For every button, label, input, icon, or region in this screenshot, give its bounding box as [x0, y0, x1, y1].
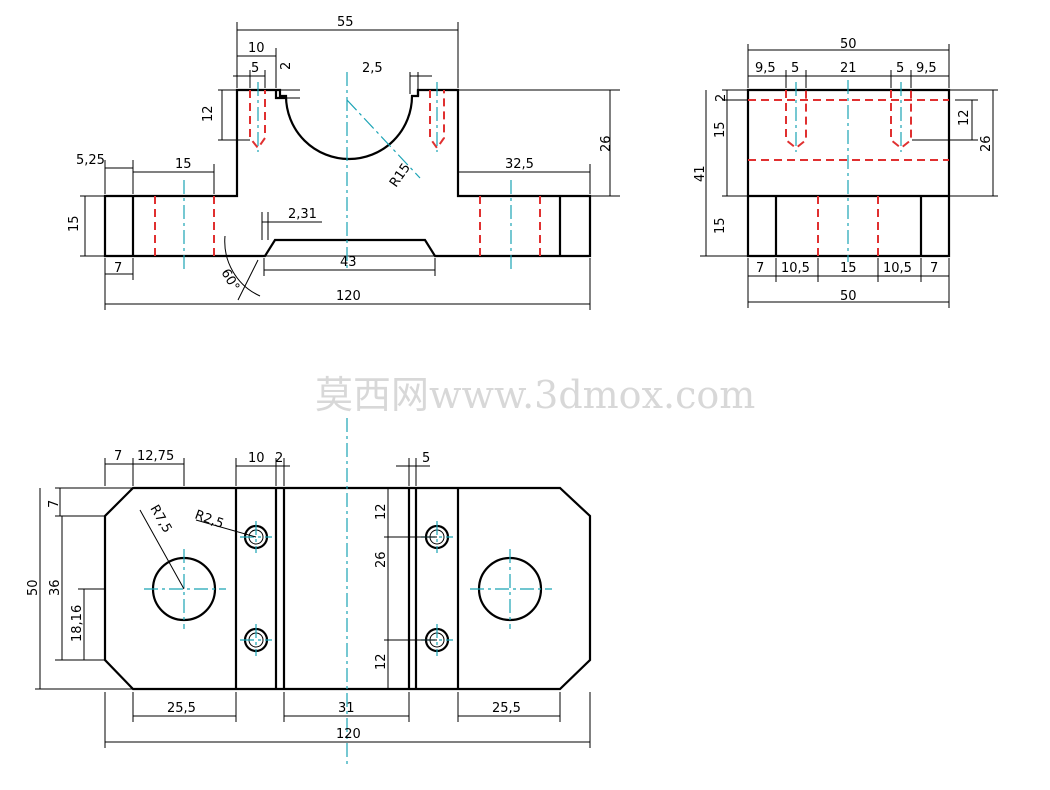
side-dim-41: 41 [693, 165, 708, 182]
side-view: 50 9,5 5 21 5 9,5 2 15 41 15 12 26 7 10,… [693, 37, 998, 308]
dim-2-31: 2,31 [288, 207, 317, 222]
top-dim-26: 26 [374, 551, 389, 568]
top-dim-2: 2 [275, 451, 283, 466]
side-dim-15c: 15 [840, 261, 857, 276]
front-angle-arc [224, 235, 261, 301]
side-dim-7b: 7 [930, 261, 938, 276]
side-dim-9-5b: 9,5 [916, 61, 937, 76]
top-vertical-edges [234, 488, 460, 689]
dim-2: 2 [279, 62, 294, 70]
side-hidden-slot [748, 99, 949, 161]
front-hidden-bolt-left [249, 90, 266, 150]
dim-43: 43 [340, 255, 357, 270]
side-center-lines [795, 80, 902, 262]
dim-7: 7 [114, 261, 122, 276]
top-dim-7-vertical: 7 [47, 500, 62, 508]
watermark: 莫西网www.3dmox.com [315, 373, 755, 417]
side-dim-12: 12 [957, 109, 972, 126]
side-dim-5b: 5 [896, 61, 904, 76]
side-dim-10-5b: 10,5 [883, 261, 912, 276]
dim-32-5: 32,5 [505, 157, 534, 172]
side-dim-15: 15 [713, 121, 728, 138]
top-dimension-lines [35, 458, 591, 748]
side-hidden-bolt-right [890, 90, 912, 150]
top-dim-25-5b: 25,5 [492, 701, 521, 716]
front-hidden-hole-right [479, 196, 541, 256]
dim-60-deg: 60° [218, 267, 243, 294]
dim-r15: R15 [387, 161, 414, 191]
top-dim-r2-5: R2,5 [193, 508, 226, 532]
dim-15-left: 15 [67, 215, 82, 232]
front-dimension-lines [80, 22, 620, 310]
front-view: 55 10 5 2 2,5 12 26 5,25 15 32,5 15 2,31… [67, 15, 620, 310]
side-dim-50-top: 50 [840, 37, 857, 52]
dim-55: 55 [337, 15, 354, 30]
top-dim-12a: 12 [374, 503, 389, 520]
side-dim-15b: 15 [713, 217, 728, 234]
front-center-holes [183, 82, 512, 270]
side-dim-26: 26 [979, 135, 994, 152]
top-dim-r7-5: R7,5 [147, 503, 175, 536]
top-dim-5: 5 [422, 451, 430, 466]
front-outline [103, 88, 592, 258]
side-dim-2: 2 [714, 94, 729, 102]
dim-2-5: 2,5 [362, 61, 383, 76]
top-outline [103, 486, 592, 691]
top-dim-10: 10 [248, 451, 265, 466]
top-dim-7: 7 [114, 449, 122, 464]
dim-5-25: 5,25 [76, 153, 105, 168]
top-view: 7 12,75 10 2 5 7 R7,5 R2,5 50 36 18,16 1… [26, 418, 592, 765]
side-dim-9-5a: 9,5 [755, 61, 776, 76]
top-dim-18-16: 18,16 [70, 605, 85, 642]
side-dim-50-bot: 50 [840, 289, 857, 304]
side-dim-5a: 5 [791, 61, 799, 76]
top-dim-50: 50 [26, 579, 41, 596]
front-hidden-bolt-right [429, 90, 445, 150]
dim-120: 120 [336, 289, 361, 304]
side-outline [746, 88, 951, 258]
top-dim-12-75: 12,75 [137, 449, 174, 464]
dim-26: 26 [599, 135, 614, 152]
dim-5: 5 [251, 61, 259, 76]
front-hidden-hole-left [154, 196, 215, 256]
dim-15-top: 15 [175, 157, 192, 172]
side-dim-7a: 7 [756, 261, 764, 276]
front-radius-line [346, 99, 421, 179]
dim-12: 12 [201, 105, 216, 122]
side-inner-edges [748, 194, 949, 256]
top-dim-12b: 12 [374, 653, 389, 670]
side-hidden-bolt-left [785, 90, 807, 150]
dim-10: 10 [248, 41, 265, 56]
side-hidden-groove [817, 196, 879, 256]
top-dim-120: 120 [336, 727, 361, 742]
top-dim-31: 31 [338, 701, 355, 716]
side-dim-21: 21 [840, 61, 857, 76]
front-vertical-edges [131, 196, 562, 256]
side-dim-10-5a: 10,5 [781, 261, 810, 276]
side-dimension-lines [700, 44, 998, 308]
top-dim-25-5a: 25,5 [167, 701, 196, 716]
top-dim-36: 36 [48, 579, 63, 596]
